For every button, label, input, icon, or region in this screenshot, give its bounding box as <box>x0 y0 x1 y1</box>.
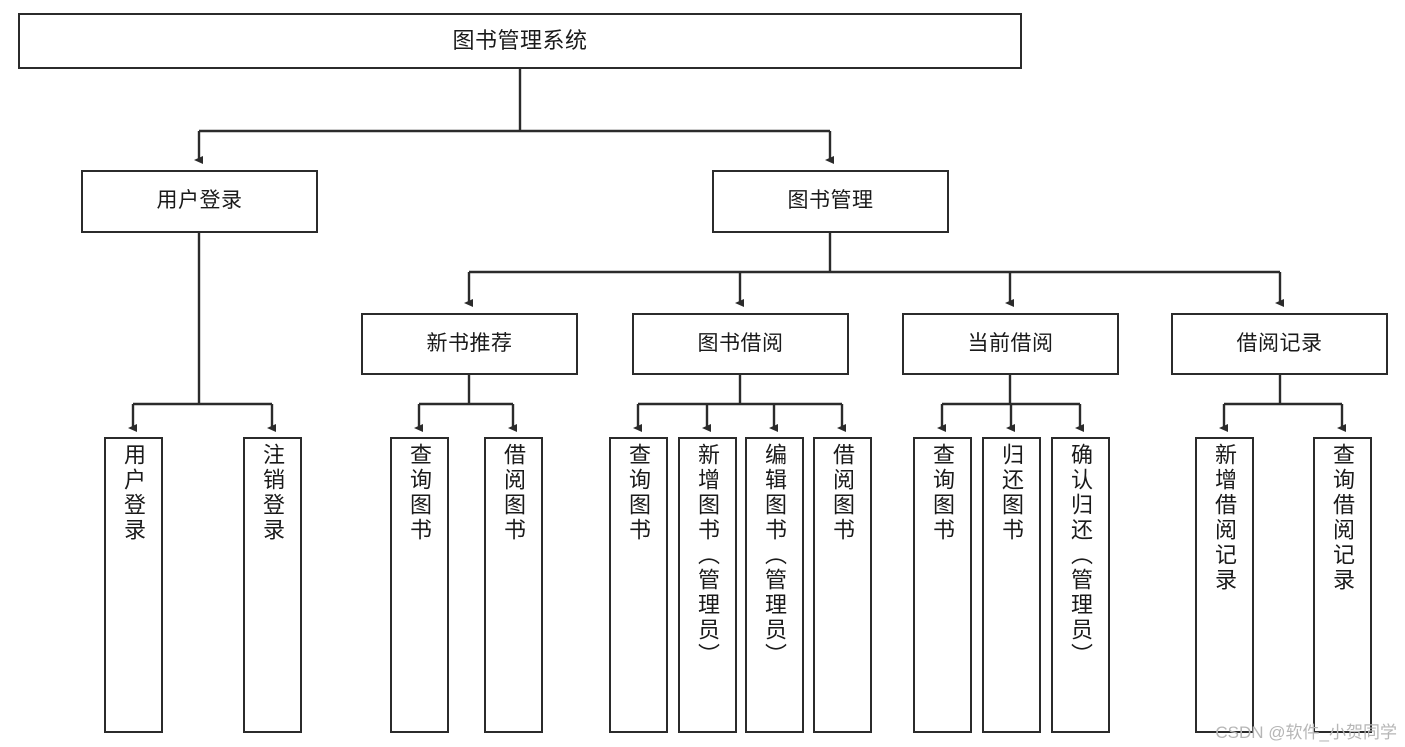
node-label: 借阅图书 <box>501 443 527 543</box>
node-label: 图书借阅 <box>697 331 784 355</box>
node-borrow-record[interactable]: 借阅记录 <box>1171 313 1388 375</box>
node-label: 归还图书 <box>999 443 1025 543</box>
node-label: 用户登录 <box>121 443 147 543</box>
leaf-current-borrow-confirm-return-admin[interactable]: 确认归还（管理员） <box>1051 437 1110 733</box>
leaf-new-book-query-book[interactable]: 查询图书 <box>390 437 449 733</box>
node-label: 用户登录 <box>156 189 243 213</box>
node-new-book-recommend[interactable]: 新书推荐 <box>361 313 578 375</box>
node-label: 图书管理系统 <box>452 28 588 54</box>
leaf-borrow-record-add-record[interactable]: 新增借阅记录 <box>1195 437 1254 733</box>
node-label: 借阅图书 <box>830 443 856 543</box>
node-label: 查询图书 <box>930 443 956 543</box>
node-label: 编辑图书（管理员） <box>762 443 788 668</box>
node-label: 确认归还（管理员） <box>1068 443 1094 668</box>
leaf-new-book-borrow-book[interactable]: 借阅图书 <box>484 437 543 733</box>
node-book-management[interactable]: 图书管理 <box>712 170 949 233</box>
node-label: 查询借阅记录 <box>1330 443 1356 593</box>
watermark: CSDN @软件_小贺同学 <box>1215 723 1397 742</box>
node-label: 查询图书 <box>626 443 652 543</box>
node-label: 图书管理 <box>787 189 874 213</box>
leaf-book-borrow-edit-book-admin[interactable]: 编辑图书（管理员） <box>745 437 804 733</box>
node-label: 新书推荐 <box>426 331 513 355</box>
node-user-login[interactable]: 用户登录 <box>81 170 318 233</box>
leaf-book-borrow-borrow-book[interactable]: 借阅图书 <box>813 437 872 733</box>
node-label: 借阅记录 <box>1236 331 1323 355</box>
leaf-current-borrow-return-book[interactable]: 归还图书 <box>982 437 1041 733</box>
leaf-user-login-logout[interactable]: 注销登录 <box>243 437 302 733</box>
leaf-user-login-login[interactable]: 用户登录 <box>104 437 163 733</box>
node-book-borrow[interactable]: 图书借阅 <box>632 313 849 375</box>
node-label: 注销登录 <box>260 443 286 543</box>
node-label: 查询图书 <box>407 443 433 543</box>
leaf-book-borrow-query-book[interactable]: 查询图书 <box>609 437 668 733</box>
leaf-current-borrow-query-book[interactable]: 查询图书 <box>913 437 972 733</box>
node-current-borrow[interactable]: 当前借阅 <box>902 313 1119 375</box>
node-label: 新增图书（管理员） <box>695 443 721 668</box>
node-label: 新增借阅记录 <box>1212 443 1238 593</box>
node-root-book-management-system[interactable]: 图书管理系统 <box>18 13 1022 69</box>
leaf-book-borrow-add-book-admin[interactable]: 新增图书（管理员） <box>678 437 737 733</box>
node-label: 当前借阅 <box>967 331 1054 355</box>
leaf-borrow-record-query-record[interactable]: 查询借阅记录 <box>1313 437 1372 733</box>
